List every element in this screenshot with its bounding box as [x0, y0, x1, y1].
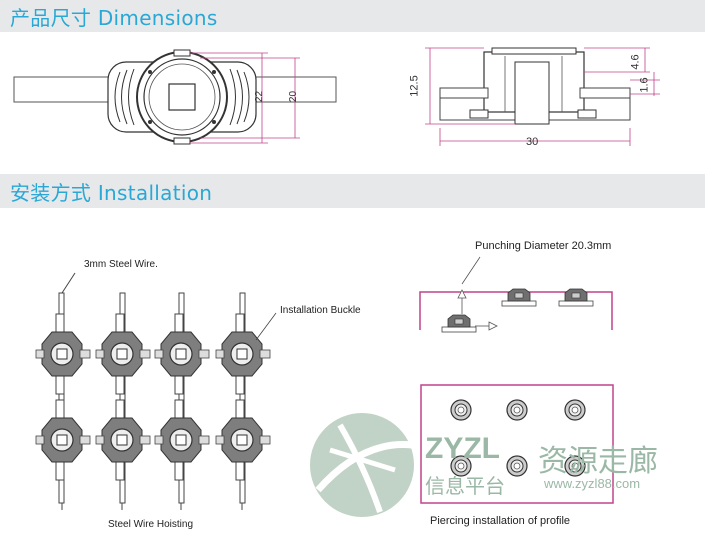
dim-front-20: 20: [288, 90, 300, 103]
side-view: [425, 47, 660, 146]
profile-caption: Piercing installation of profile: [430, 515, 571, 527]
dimensions-title: 产品尺寸 Dimensions: [10, 5, 218, 30]
profile-installation: [419, 256, 614, 504]
dim-side-small: 1.6: [638, 77, 651, 93]
buckle-label: Installation Buckle: [280, 305, 361, 316]
hoisting-caption: Steel Wire Hoisting: [108, 519, 194, 530]
watermark-brand-cn: 资源走廊: [538, 444, 658, 479]
dim-front-22: 22: [254, 90, 266, 103]
watermark-logo: [310, 413, 414, 517]
dim-side-height: 12.5: [408, 75, 421, 97]
watermark-brand-latin: ZYZL: [425, 432, 500, 465]
installation-title: 安装方式 Installation: [10, 180, 213, 205]
dimensions-header: 产品尺寸 Dimensions: [0, 0, 705, 32]
watermark-sub-cn: 信息平台: [425, 474, 505, 498]
installation-header: 安装方式 Installation: [0, 174, 705, 208]
punching-label: Punching Diameter 20.3mm: [475, 240, 612, 252]
watermark-url: www.zyzl88.com: [544, 476, 641, 491]
steel-wire-label: 3mm Steel Wire.: [84, 259, 158, 270]
dim-side-width: 30: [526, 136, 539, 148]
dim-side-top: 4.6: [629, 54, 642, 70]
front-view: [13, 49, 337, 145]
steel-wire-grid: [35, 272, 277, 510]
